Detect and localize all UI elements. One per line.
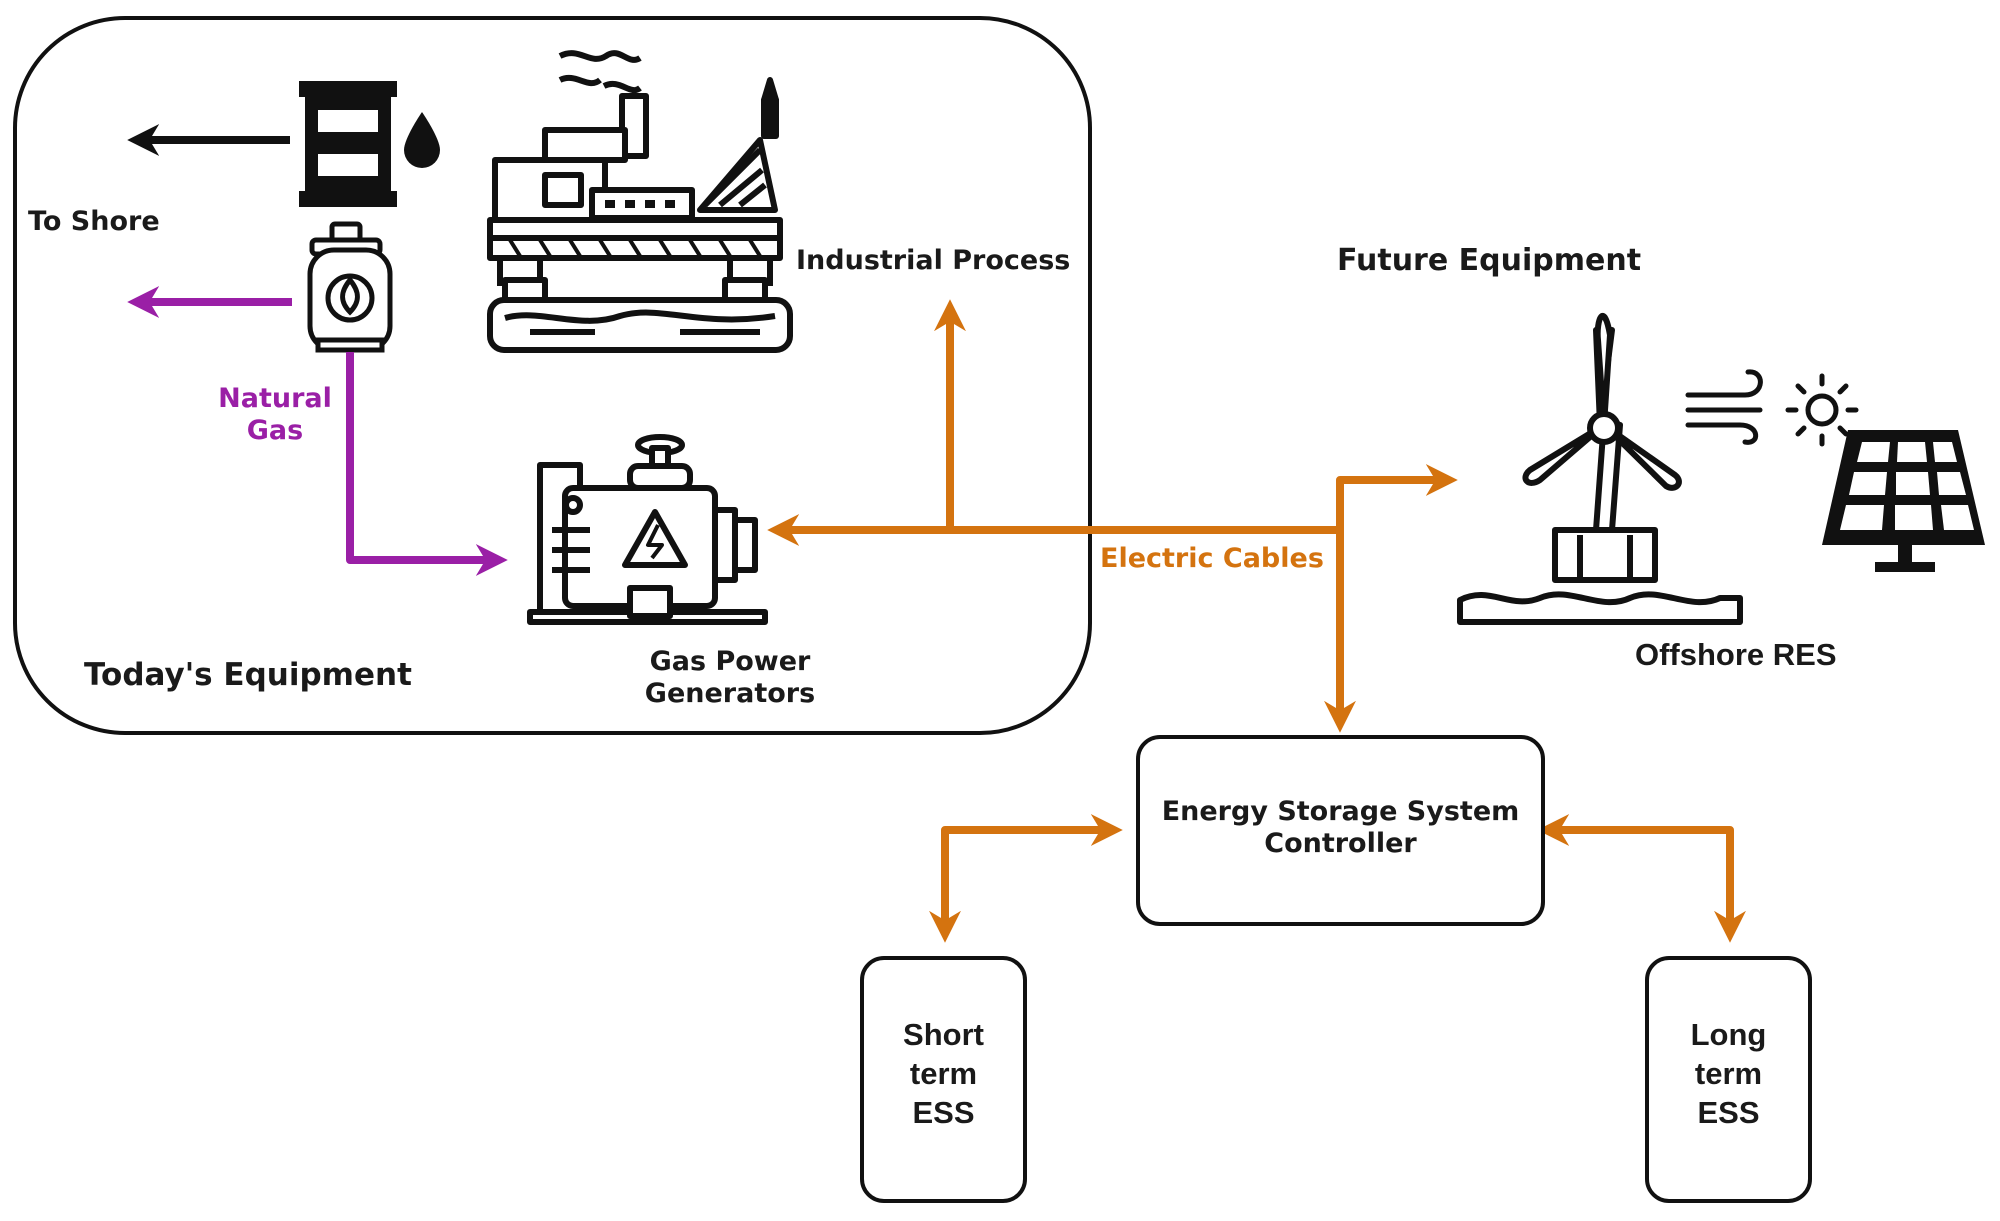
short-term-ess-box bbox=[860, 956, 1027, 1203]
offshore-res-label: Offshore RES bbox=[1635, 637, 1837, 672]
wind-turbine-icon bbox=[1457, 313, 1743, 625]
todays-equipment-label: Today's Equipment bbox=[84, 657, 412, 693]
ess-controller-box bbox=[1136, 735, 1545, 926]
natural-gas-pipe bbox=[346, 352, 508, 576]
natural-gas-line-2: Gas bbox=[246, 415, 304, 447]
electric-cables-label: Electric Cables bbox=[1100, 543, 1324, 574]
gas-power-line-2: Generators bbox=[644, 678, 816, 710]
ess-controller-line-2: Controller bbox=[1264, 828, 1417, 860]
future-equipment-label: Future Equipment bbox=[1337, 243, 1642, 278]
long-term-ess-box bbox=[1645, 956, 1812, 1203]
natural-gas-line-1: Natural bbox=[218, 383, 332, 414]
short-term-line-1: Short bbox=[903, 1017, 984, 1052]
generator-icon bbox=[527, 434, 768, 625]
long-term-line-1: Long bbox=[1690, 1017, 1767, 1052]
long-term-line-3: ESS bbox=[1697, 1094, 1760, 1130]
gas-cylinder-icon bbox=[307, 221, 393, 353]
short-term-line-3: ESS bbox=[912, 1094, 975, 1130]
to-shore-label: To Shore bbox=[28, 206, 160, 237]
wind-gust-icon bbox=[1685, 369, 1763, 445]
solar-panel-icon bbox=[1822, 430, 1985, 572]
sun-icon bbox=[1785, 373, 1859, 447]
todays-equipment-box bbox=[13, 16, 1092, 735]
oil-barrel-icon bbox=[299, 81, 440, 207]
industrial-process-label: Industrial Process bbox=[796, 245, 1071, 276]
gas-power-generators-label: Gas Power Generators bbox=[620, 646, 840, 711]
short-term-line-2: term bbox=[909, 1055, 978, 1091]
electric-cables bbox=[767, 299, 1746, 943]
natural-gas-label: Natural Gas bbox=[205, 383, 345, 448]
short-term-ess-label: Short term ESS bbox=[862, 1016, 1025, 1132]
gas-power-line-1: Gas Power bbox=[649, 646, 811, 677]
long-term-line-2: term bbox=[1694, 1055, 1763, 1091]
oil-platform-icon bbox=[487, 50, 793, 353]
ess-controller-line-1: Energy Storage System bbox=[1161, 796, 1520, 827]
long-term-ess-label: Long term ESS bbox=[1647, 1016, 1810, 1132]
ess-controller-label: Energy Storage System Controller bbox=[1138, 796, 1543, 861]
